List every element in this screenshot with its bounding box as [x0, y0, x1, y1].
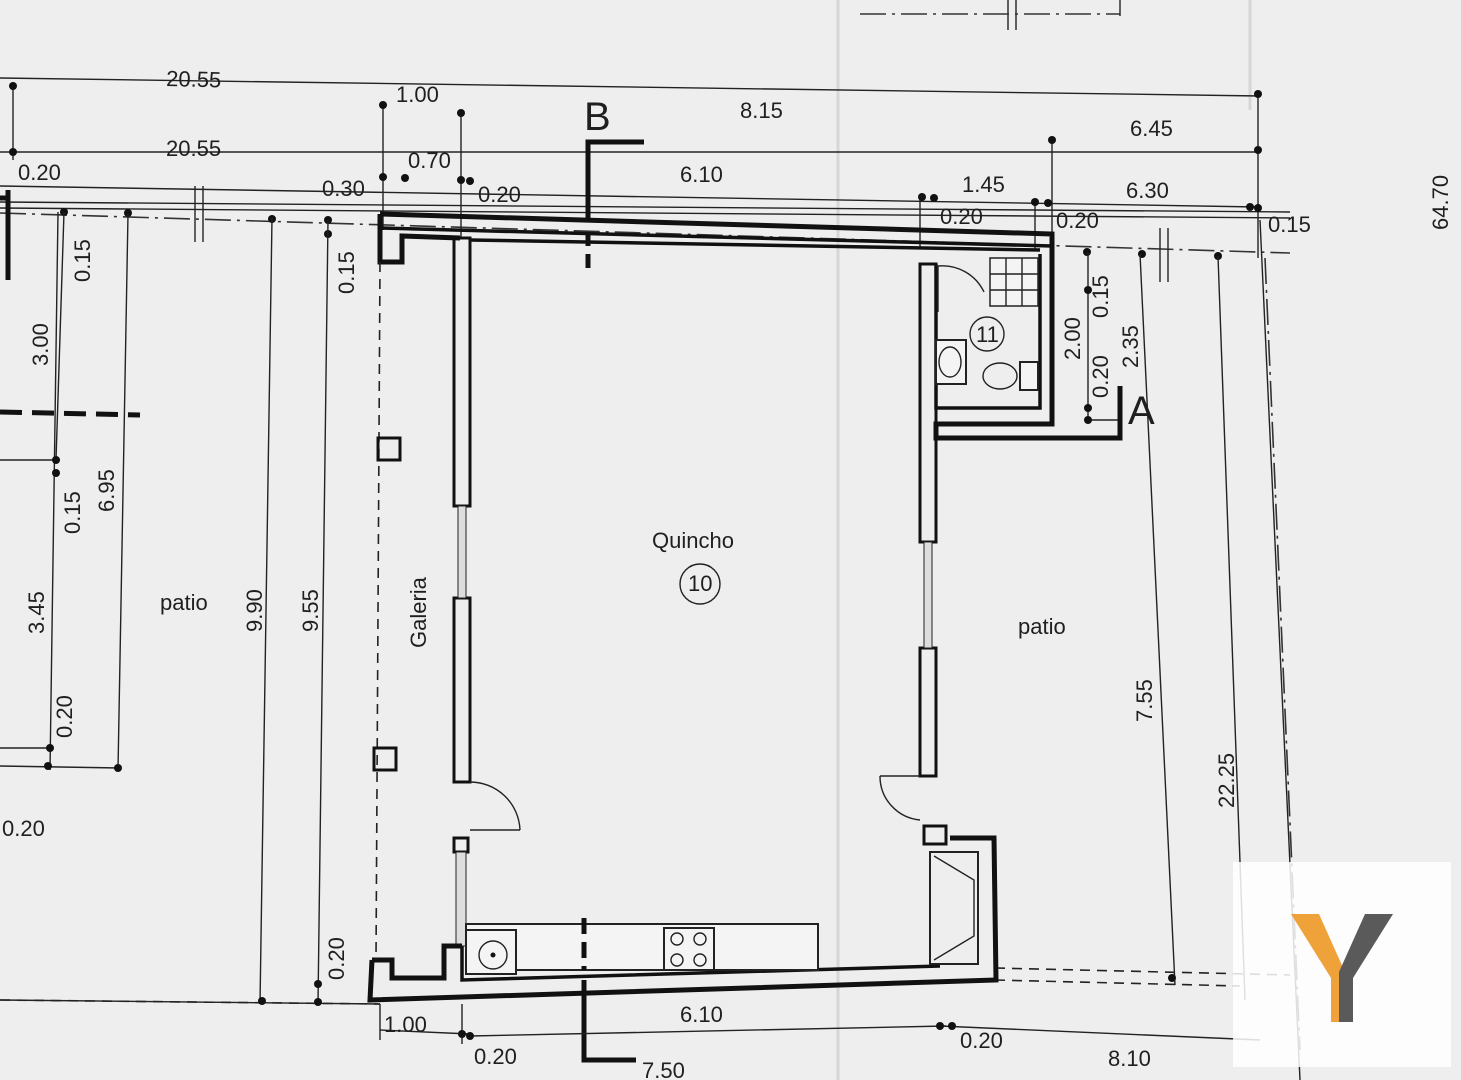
doors [469, 265, 985, 831]
logo-left-stroke [1291, 914, 1345, 1022]
dim-label: 0.20 [474, 1044, 517, 1069]
room-name-galeria: Galeria [406, 576, 431, 648]
dim-label: 0.20 [2, 816, 45, 841]
dim-label: 9.55 [298, 589, 323, 632]
dimension-dots [9, 82, 1262, 260]
dim-label: 20.55 [166, 66, 222, 92]
vertical-dimension-labels: 0.15 3.00 0.15 6.95 3.45 0.20 9.90 9.55 … [24, 239, 1239, 980]
dim-label: 1.45 [962, 172, 1005, 197]
room-number-bath: 11 [976, 322, 999, 347]
dim-label: 0.15 [1088, 275, 1113, 318]
dim-label: 0.70 [408, 148, 451, 173]
section-mark-a: A [1128, 389, 1155, 433]
dim-label: 6.45 [1130, 116, 1173, 141]
room-labels: Quincho 10 11 Galeria patio patio B A [160, 95, 1155, 648]
sink-bowl [478, 940, 508, 970]
dim-label: 6.95 [94, 469, 119, 512]
room-name-patio-left: patio [160, 590, 208, 615]
watermark-logo: Y [1233, 862, 1451, 1067]
dim-label: 3.00 [28, 323, 53, 366]
dim-label: 0.20 [52, 695, 77, 738]
dim-label: 1.00 [396, 82, 439, 107]
room-number-circle [969, 316, 1005, 352]
dim-label: 8.15 [740, 98, 783, 123]
dim-label: 2.00 [1060, 317, 1085, 360]
dim-label: 0.30 [322, 176, 365, 201]
dim-label: 0.15 [1268, 212, 1311, 237]
dim-label: 0.20 [1056, 208, 1099, 233]
dim-label: 0.20 [940, 204, 983, 229]
toilet-bowl [982, 362, 1018, 390]
top-dimension-labels: 20.55 1.00 8.15 6.45 20.55 0.70 6.10 1.4… [18, 66, 1453, 237]
room-number-quincho: 10 [688, 571, 712, 596]
room-name-patio-right: patio [1018, 614, 1066, 639]
dim-label: 6.10 [680, 162, 723, 187]
dim-label: 0.15 [70, 239, 95, 282]
dim-label: 0.20 [324, 937, 349, 980]
dim-label: 0.20 [960, 1028, 1003, 1053]
dim-label: 7.50 [642, 1058, 685, 1080]
dim-label: 0.15 [334, 251, 359, 294]
room-name-quincho: Quincho [652, 528, 734, 553]
dim-label: 0.15 [60, 491, 85, 534]
dim-label: 2.35 [1118, 325, 1143, 368]
toilet-tank [1019, 361, 1039, 391]
dim-label: 0.20 [478, 182, 521, 207]
bottom-dimension-labels: 1.00 6.10 0.20 0.20 7.50 8.10 0.20 [2, 816, 1261, 1080]
dim-label: 64.70 [1428, 175, 1453, 230]
section-cut-b [581, 139, 644, 1063]
dim-label: 0.20 [1088, 355, 1113, 398]
left-dimension-lines [0, 190, 381, 1006]
dim-label: 6.30 [1126, 178, 1169, 203]
fixtures [465, 339, 1039, 975]
room-number-circle [679, 563, 721, 605]
dim-label: 3.45 [24, 591, 49, 634]
dim-label: 8.10 [1108, 1046, 1151, 1071]
dim-label: 22.25 [1214, 753, 1239, 808]
section-mark-b: B [584, 95, 611, 139]
dim-label: 1.00 [384, 1012, 427, 1037]
galeria-edge [372, 261, 402, 961]
logo-right-stroke [1339, 914, 1393, 1022]
dim-label: 9.90 [242, 589, 267, 632]
kitchen-counter [465, 923, 819, 971]
dim-label: 6.10 [680, 1002, 723, 1027]
dim-label: 7.55 [1132, 679, 1157, 722]
dim-label: 0.20 [18, 160, 61, 185]
dim-label: 20.55 [166, 136, 221, 161]
walls [367, 211, 1055, 1003]
section-cut-a [944, 386, 1123, 441]
top-dimension-lines [0, 0, 1291, 282]
sink [465, 929, 517, 975]
